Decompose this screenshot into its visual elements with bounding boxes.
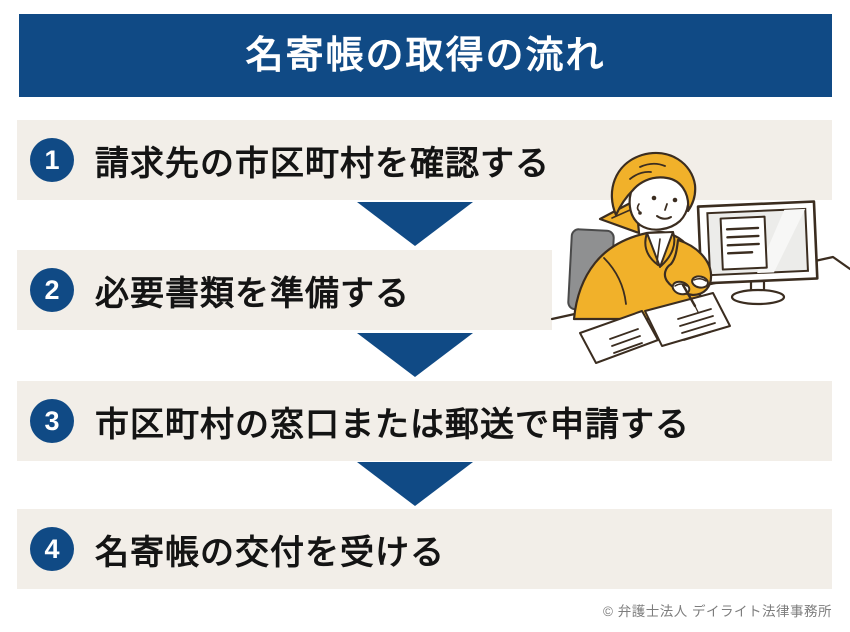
step-3-number-badge: 3 bbox=[30, 399, 74, 443]
woman-figure bbox=[572, 152, 731, 364]
down-arrow-icon bbox=[357, 462, 473, 506]
woman-writing-illustration bbox=[550, 152, 850, 375]
hair bbox=[610, 152, 697, 217]
step-4-number-badge: 4 bbox=[30, 527, 74, 571]
smile bbox=[656, 215, 672, 220]
step-1-label: 請求先の市区町村を確認する bbox=[95, 144, 550, 183]
down-arrow-icon bbox=[357, 202, 473, 246]
step-row-4: 4 名寄帳の交付を受ける bbox=[17, 509, 832, 589]
step-3-label: 市区町村の窓口または郵送で申請する bbox=[95, 405, 690, 444]
step-2-label: 必要書類を準備する bbox=[95, 274, 410, 313]
shirt bbox=[646, 231, 674, 268]
eye bbox=[651, 195, 657, 201]
earring bbox=[638, 211, 642, 215]
monitor-icon bbox=[696, 200, 819, 306]
step-4-label: 名寄帳の交付を受ける bbox=[95, 533, 445, 572]
title-banner: 名寄帳の取得の流れ bbox=[19, 14, 832, 97]
step-2-number-badge: 2 bbox=[30, 268, 74, 312]
step-1-number-badge: 1 bbox=[30, 138, 74, 182]
woman-head bbox=[610, 152, 697, 231]
papers-icon bbox=[579, 292, 731, 364]
page-title: 名寄帳の取得の流れ bbox=[245, 34, 606, 77]
step-row-3: 3 市区町村の窓口または郵送で申請する bbox=[17, 381, 832, 461]
down-arrow-icon bbox=[357, 333, 473, 377]
step-row-1: 1 請求先の市区町村を確認する bbox=[17, 120, 832, 200]
eye bbox=[672, 197, 678, 203]
pen-icon bbox=[681, 283, 697, 308]
copyright-text: © 弁護士法人 デイライト法律事務所 bbox=[603, 604, 832, 619]
